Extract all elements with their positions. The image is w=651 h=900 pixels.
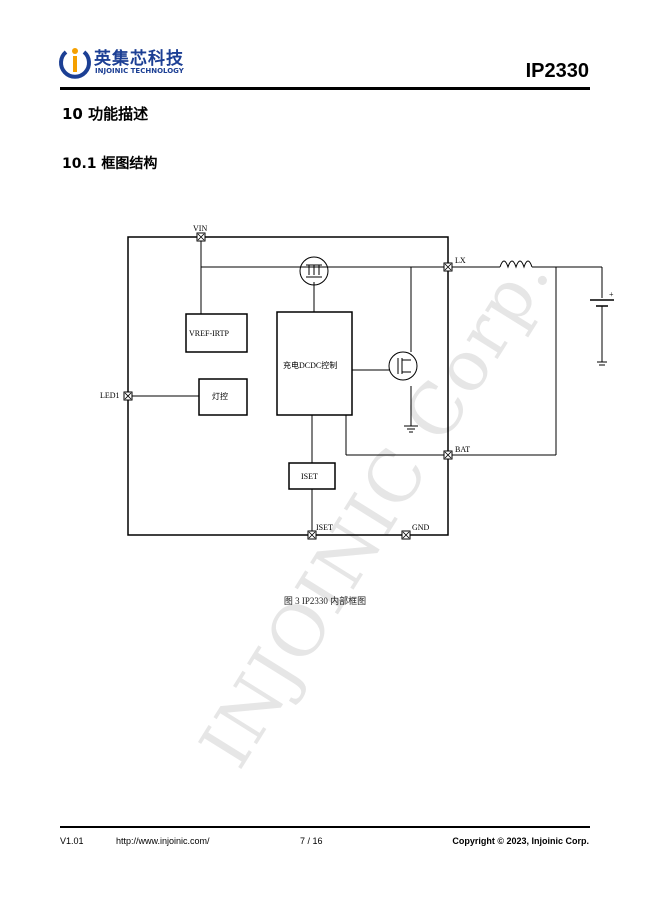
footer-page-number: 7 / 16 [300,836,323,846]
document-title: IP2330 [525,60,589,82]
dcdc-block [276,311,353,416]
label-vref: VREF-IRTP [189,329,230,338]
vref-block [185,313,248,353]
label-battery-plus: + [609,290,614,299]
logo-cn-text: 英集芯科技 [94,49,184,69]
pmos-transistor-icon [299,256,329,286]
label-light-control: 灯控 [212,391,228,401]
nmos-transistor-icon [388,351,418,381]
section-heading: 10 功能描述 [62,105,149,123]
label-bat: BAT [455,445,470,454]
footer-copyright: Copyright © 2023, Injoinic Corp. [452,836,589,846]
label-dcdc: 充电DCDC控制 [283,360,337,370]
footer-url[interactable]: http://www.injoinic.com/ [116,836,210,846]
label-iset-pin: ISET [316,523,333,532]
label-vin: VIN [193,224,207,233]
iset-block [288,462,336,490]
label-led1: LED1 [100,391,120,400]
company-logo-icon [59,48,91,79]
logo-en-text: INJOINIC TECHNOLOGY [95,67,184,75]
label-gnd: GND [412,523,430,532]
light-control-block [198,378,248,416]
figure-caption: 图 3 IP2330 内部框图 [284,595,366,606]
label-iset-block: ISET [301,472,318,481]
footer-version: V1.01 [60,836,84,846]
footer-divider [60,826,590,828]
label-lx: LX [455,256,466,265]
header-divider [60,87,590,90]
subsection-heading: 10.1 框图结构 [62,156,158,172]
chip-boundary [127,236,449,536]
